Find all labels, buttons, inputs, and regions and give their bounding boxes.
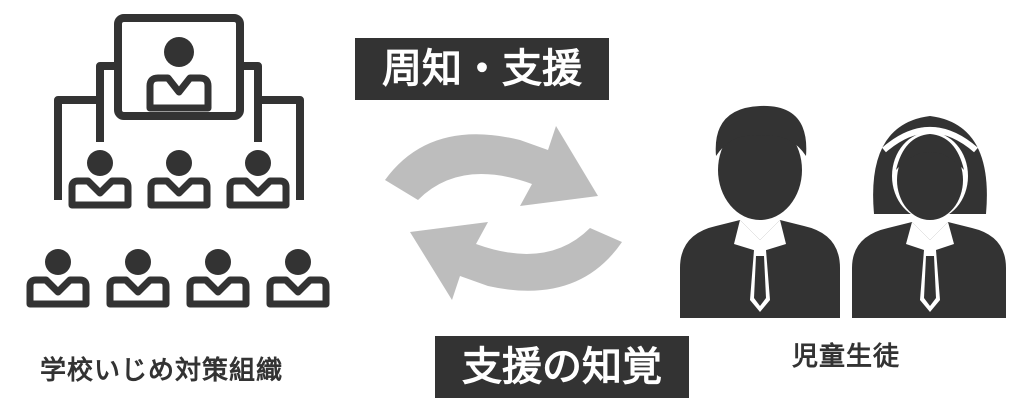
left-group-label: 学校いじめ対策組織 xyxy=(40,356,284,386)
member-person-icon xyxy=(270,249,326,304)
member-person-icon xyxy=(190,249,246,304)
member-person-icon xyxy=(230,150,286,205)
member-person-icon xyxy=(30,249,86,304)
girl-student-icon xyxy=(852,116,1006,318)
member-person-icon xyxy=(110,249,166,304)
leader-person-icon xyxy=(146,37,212,112)
member-person-icon xyxy=(72,150,128,205)
member-person-icon xyxy=(151,150,207,205)
right-group-label: 児童生徒 xyxy=(792,342,901,372)
cycle-arrows-icon xyxy=(385,126,622,300)
bottom-banner: 支援の知覚 xyxy=(435,336,689,398)
top-banner: 周知・支援 xyxy=(355,38,609,100)
org-chart-icon xyxy=(30,14,326,304)
boy-student-icon xyxy=(680,105,840,318)
